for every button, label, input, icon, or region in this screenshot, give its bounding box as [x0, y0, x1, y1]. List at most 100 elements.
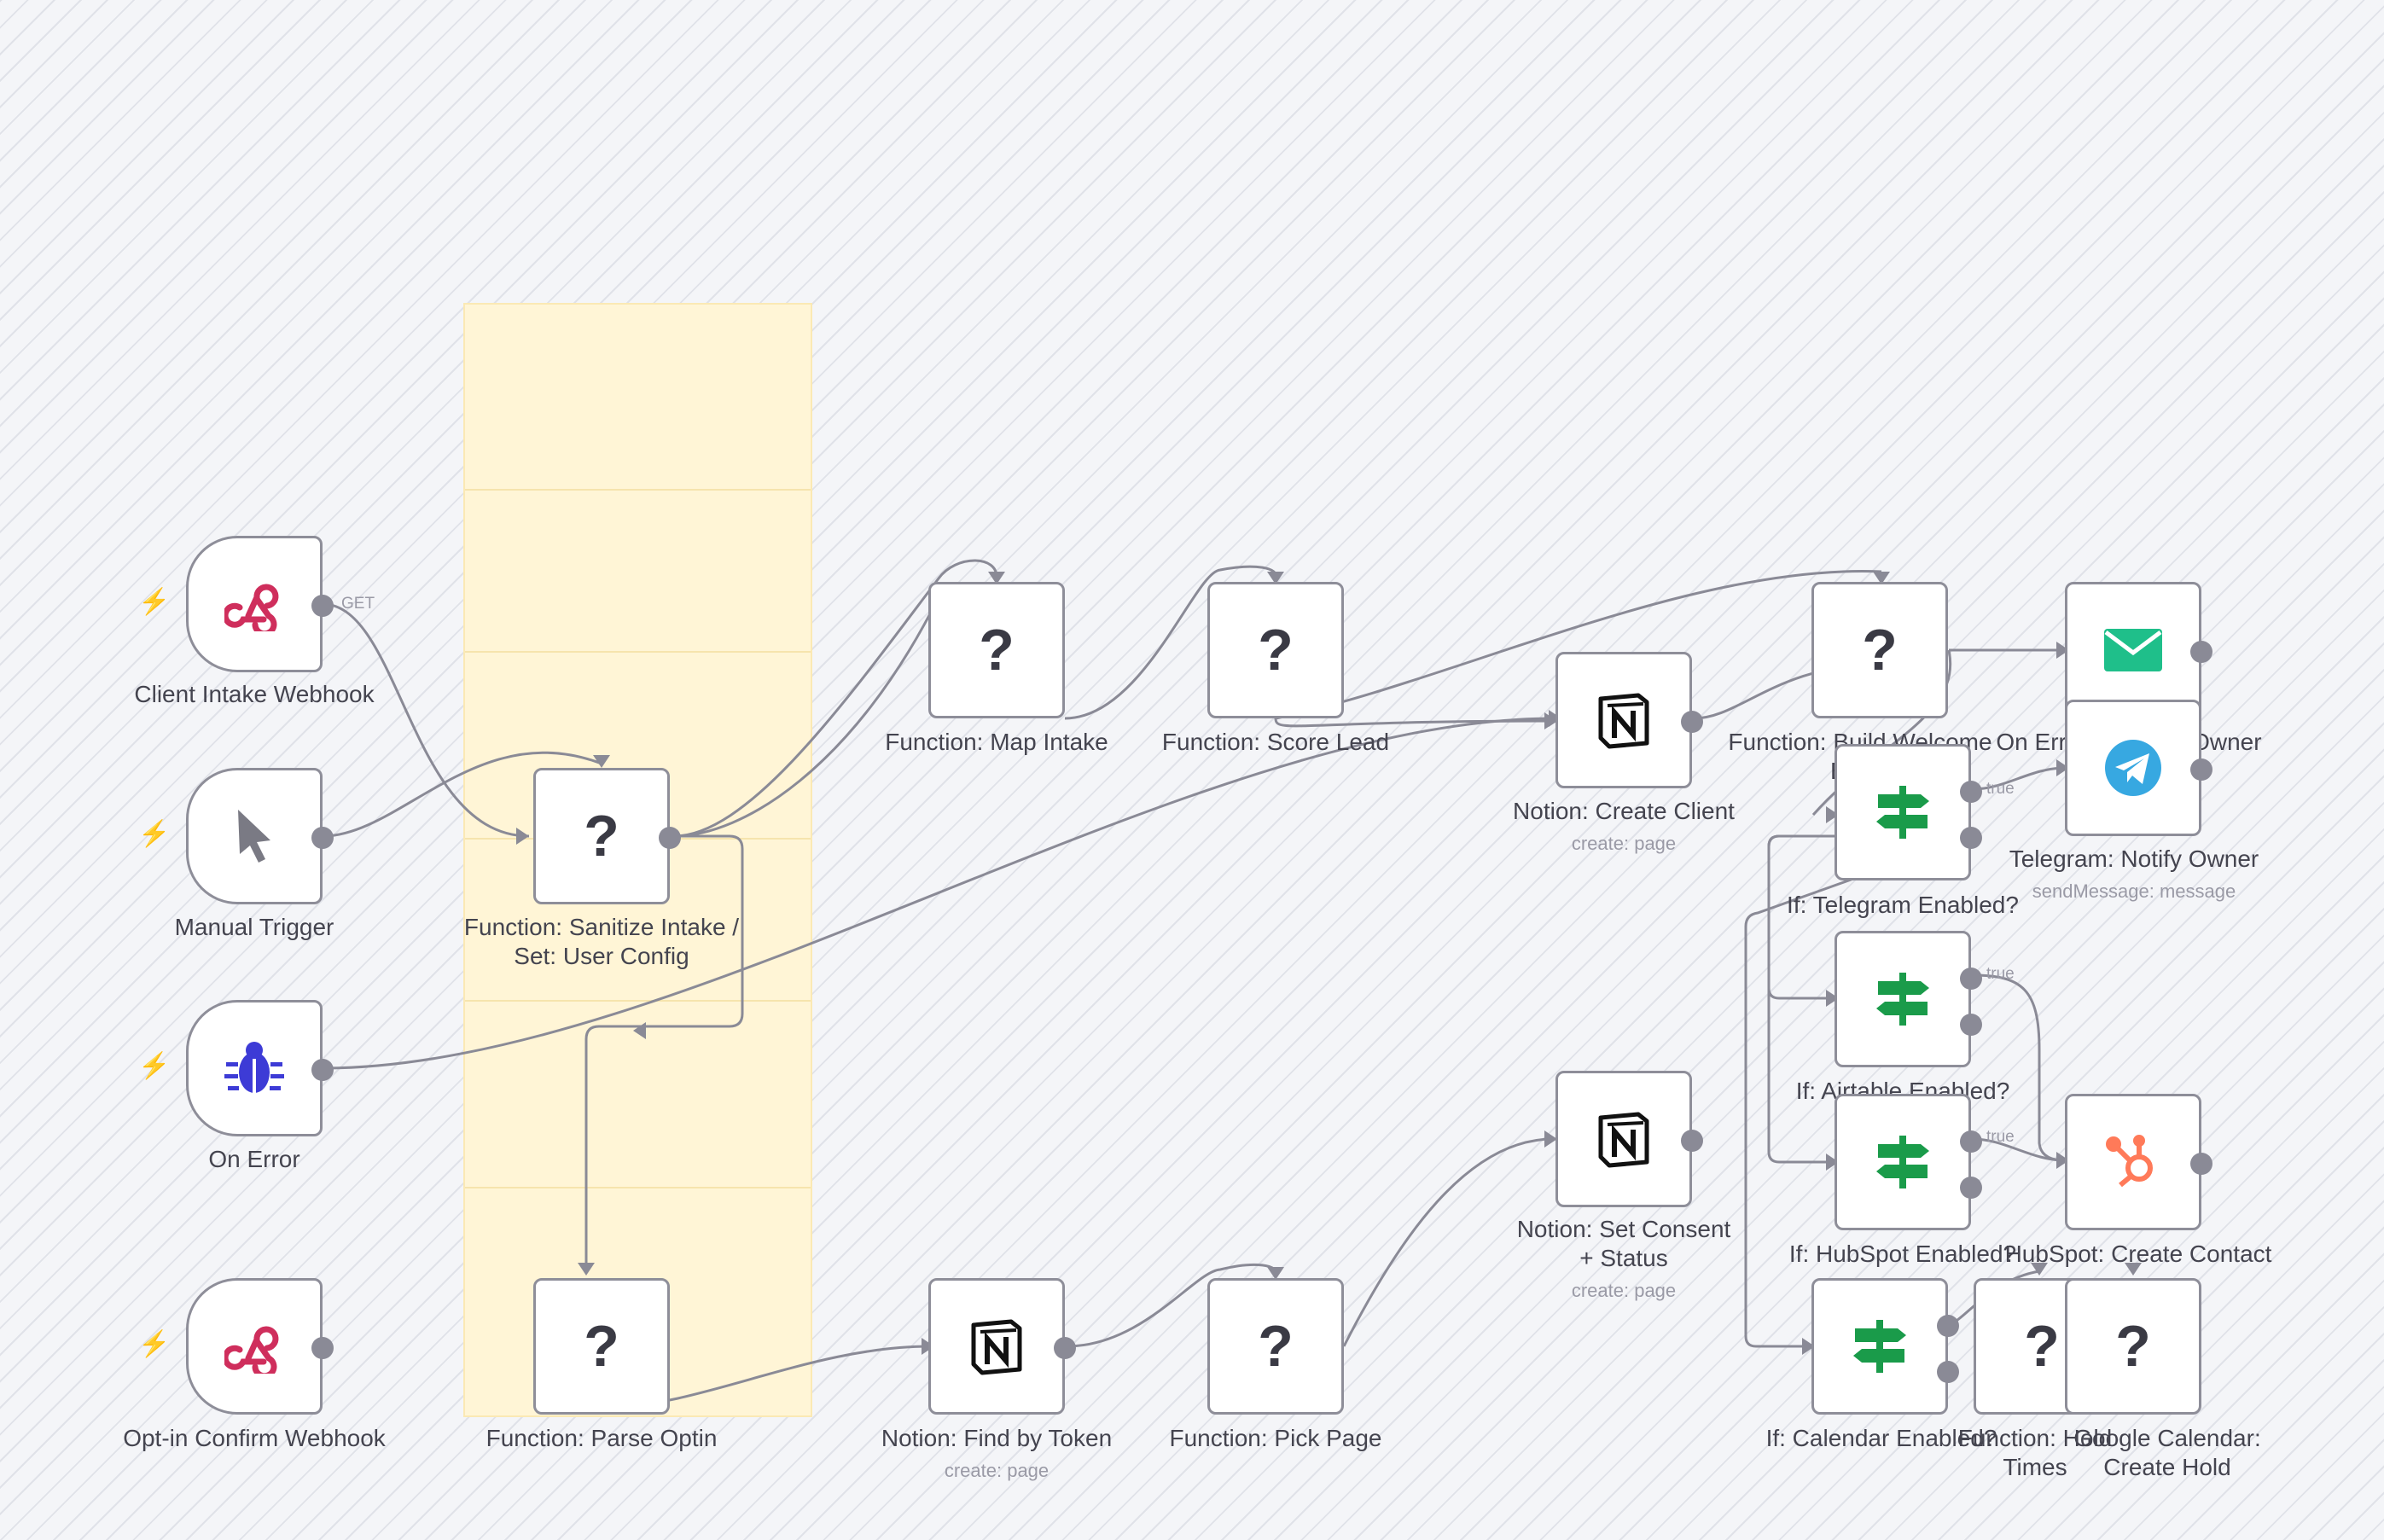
- sticky-divider: [465, 1187, 811, 1188]
- signpost-icon: [1837, 933, 1968, 1065]
- sticky-divider: [465, 1000, 811, 1002]
- signpost-icon: [1837, 1096, 1968, 1228]
- connection: [1066, 1263, 1277, 1348]
- node-notion-set-consent[interactable]: [1555, 1071, 1703, 1207]
- question-icon: ?: [584, 804, 619, 869]
- output-port-true[interactable]: [1937, 1315, 1959, 1337]
- node-function-parse-optin[interactable]: ?: [533, 1278, 670, 1415]
- node-label: Function: Map Intake: [885, 729, 1108, 755]
- node-optin-confirm-webhook[interactable]: [186, 1278, 334, 1415]
- connection-arrow: [2125, 1263, 2142, 1276]
- node-label: If: HubSpot Enabled?: [1788, 1241, 2017, 1267]
- connection: [1767, 834, 1973, 1164]
- node-label: If: Calendar Enabled?: [1765, 1425, 1997, 1451]
- notion-icon: [1558, 654, 1689, 786]
- trigger-bolt-icon: ⚡: [138, 1052, 171, 1080]
- port-label: GET: [341, 595, 375, 613]
- node-client-intake-webhook[interactable]: [186, 536, 334, 672]
- node-if-calendar[interactable]: [1811, 1278, 1959, 1415]
- connection: [322, 751, 602, 838]
- signpost-icon: [1837, 747, 1968, 878]
- output-port-false[interactable]: [1960, 1014, 1982, 1036]
- connection-arrow: [922, 1338, 934, 1355]
- node-function-map-intake[interactable]: ?: [928, 582, 1065, 718]
- trigger-bolt-icon: ⚡: [138, 820, 171, 848]
- node-if-telegram[interactable]: [1835, 744, 1982, 880]
- port-label: true: [1986, 780, 2015, 798]
- node-label: Notion: Find by Token: [881, 1425, 1113, 1451]
- connection: [673, 596, 940, 838]
- node-notion-find-token[interactable]: [928, 1278, 1076, 1415]
- node-notion-create-client[interactable]: [1555, 652, 1703, 788]
- port-label: true: [1986, 1128, 2015, 1146]
- webhook-icon: [189, 538, 320, 670]
- bug-icon: [189, 1002, 320, 1134]
- output-port-true[interactable]: [1960, 968, 1982, 990]
- connection-arrow: [516, 828, 529, 845]
- hubspot-icon: [2067, 1096, 2199, 1228]
- connection-arrow: [633, 1022, 646, 1039]
- output-port[interactable]: [311, 1337, 334, 1359]
- output-port[interactable]: [2190, 758, 2212, 781]
- node-manual-trigger[interactable]: [186, 768, 334, 904]
- output-port-false[interactable]: [1937, 1361, 1959, 1383]
- output-port-false[interactable]: [1960, 827, 1982, 849]
- node-hubspot-create-contact[interactable]: [2065, 1094, 2212, 1230]
- output-port-false[interactable]: [1960, 1177, 1982, 1199]
- email-icon: [2067, 584, 2199, 716]
- question-icon: ?: [2024, 1314, 2060, 1379]
- node-if-airtable[interactable]: [1835, 931, 1982, 1067]
- node-label: Telegram: Notify Owner: [2009, 846, 2259, 872]
- node-google-calendar-hold[interactable]: ?: [2065, 1278, 2201, 1415]
- connection: [1972, 973, 2066, 1162]
- node-label: Notion: Set Consent + Status: [1516, 1216, 1731, 1271]
- node-label: HubSpot: Create Contact: [2004, 1241, 2272, 1267]
- connection-arrow: [2056, 759, 2069, 776]
- connection: [673, 559, 998, 838]
- node-label: Function: Pick Page: [1169, 1425, 1382, 1451]
- node-function-pick-page[interactable]: ?: [1207, 1278, 1344, 1415]
- node-on-error[interactable]: [186, 1000, 334, 1136]
- output-port[interactable]: [311, 1059, 334, 1081]
- connection: [322, 602, 530, 838]
- node-label: Function: Sanitize Intake / Set: User Co…: [463, 914, 740, 969]
- node-if-hubspot[interactable]: [1835, 1094, 1982, 1230]
- node-label: Manual Trigger: [174, 914, 334, 940]
- node-subtitle: create: page: [1571, 1280, 1677, 1301]
- connection: [1274, 718, 1554, 728]
- connection-arrow: [1826, 806, 1839, 823]
- output-port-true[interactable]: [1960, 1130, 1982, 1153]
- output-port[interactable]: [1054, 1337, 1076, 1359]
- output-port[interactable]: [311, 827, 334, 849]
- output-port[interactable]: [311, 595, 334, 617]
- node-telegram-notify[interactable]: [2065, 700, 2212, 836]
- output-port[interactable]: [1681, 1130, 1703, 1152]
- node-function-build-welcome[interactable]: ?: [1811, 582, 1948, 718]
- node-email-owner[interactable]: [2065, 582, 2212, 718]
- connection: [1744, 834, 1974, 1348]
- webhook-icon: [189, 1281, 320, 1412]
- question-icon: ?: [1258, 1314, 1294, 1379]
- connection-arrow: [1267, 1267, 1284, 1280]
- output-port-true[interactable]: [1960, 781, 1982, 803]
- signpost-icon: [1814, 1281, 1945, 1412]
- notion-icon: [1558, 1073, 1689, 1205]
- connection-arrow: [1873, 572, 1890, 584]
- sticky-divider: [465, 489, 811, 491]
- connection: [1064, 565, 1277, 720]
- output-port[interactable]: [1681, 711, 1703, 733]
- trigger-bolt-icon: ⚡: [138, 588, 171, 616]
- output-port[interactable]: [2190, 1153, 2212, 1175]
- connection: [1275, 569, 1882, 720]
- output-port[interactable]: [2190, 641, 2212, 663]
- node-function-score-lead[interactable]: ?: [1207, 582, 1344, 718]
- notion-icon: [931, 1281, 1062, 1412]
- node-function-sanitize-intake[interactable]: ?: [533, 768, 681, 904]
- node-subtitle: create: page: [1571, 833, 1677, 854]
- output-port[interactable]: [659, 827, 681, 849]
- connection-arrow: [2056, 1152, 2069, 1169]
- node-label: Notion: Create Client: [1513, 798, 1735, 824]
- node-label: If: Telegram Enabled?: [1787, 892, 2019, 918]
